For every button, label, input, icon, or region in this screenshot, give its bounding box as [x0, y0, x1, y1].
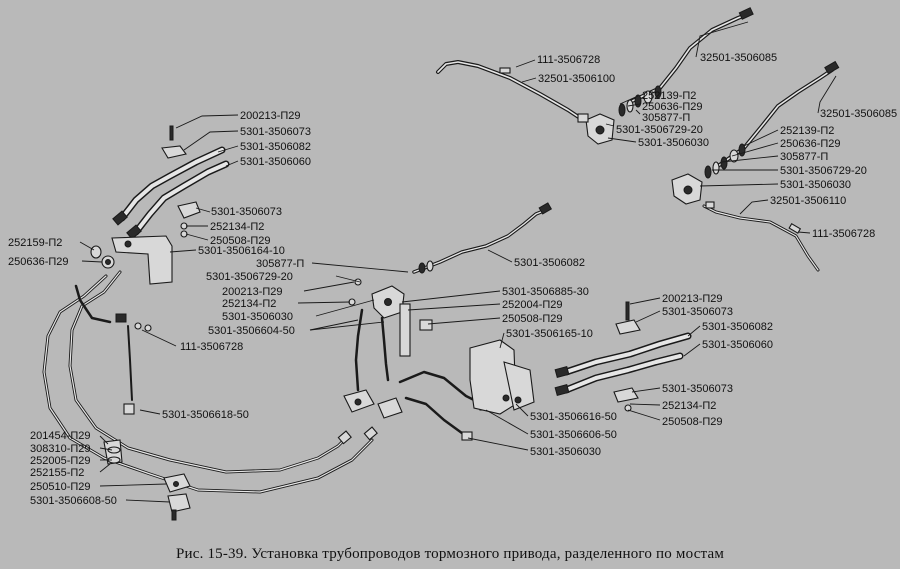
part-label: 5301-3506885-30	[502, 286, 589, 298]
part-label: 250636-П29	[8, 256, 69, 268]
part-label: 5301-3506729-20	[616, 124, 703, 136]
part-label: 5301-3506608-50	[30, 495, 117, 507]
part-label: 5301-3506164-10	[198, 245, 285, 257]
part-label: 5301-3506060	[702, 339, 773, 351]
part-label: 32501-3506100	[538, 73, 616, 85]
part-label: 5301-3506729-20	[206, 271, 293, 283]
left-bracket-assembly	[90, 235, 173, 285]
part-label: 5301-3506060	[240, 156, 311, 168]
part-label: 111-3506728	[812, 228, 876, 240]
part-label: 250508-П29	[502, 313, 563, 325]
part-label: 305877-П	[642, 112, 691, 124]
lower-bracket-assembly	[103, 439, 191, 521]
rear-pipe-assembly-right	[671, 60, 840, 272]
part-label: 5301-3506082	[514, 257, 585, 269]
part-label: 305877-П	[780, 151, 829, 163]
part-label: 250508-П29	[210, 235, 271, 247]
part-label: 252139-П2	[780, 125, 835, 137]
tee-fitting-top	[577, 113, 615, 145]
part-label: 252005-П29	[30, 455, 91, 467]
part-label: 5301-3506606-50	[530, 429, 617, 441]
part-label: 32501-3506110	[770, 195, 847, 207]
frame-pipe-long	[42, 270, 378, 494]
distribution-tee-center	[371, 285, 405, 319]
part-label: 201454-П29	[30, 430, 91, 442]
part-label: 5301-3506165-10	[506, 328, 593, 340]
figure-caption: Рис. 15-39. Установка трубопроводов торм…	[175, 546, 725, 562]
part-label: 250510-П29	[30, 481, 91, 493]
part-label: 32501-3506085	[820, 108, 898, 120]
part-label: 305877-П	[256, 258, 305, 270]
part-label: 200213-П29	[240, 110, 301, 122]
part-label: 5301-3506030	[530, 446, 601, 458]
part-label: 5301-3506073	[211, 206, 282, 218]
part-label: 5301-3506729-20	[780, 165, 867, 177]
part-label: 5301-3506082	[702, 321, 773, 333]
part-label: 111-3506728	[537, 54, 601, 66]
part-label: 5301-3506073	[662, 383, 733, 395]
part-label: 252134-П2	[662, 400, 717, 412]
part-label: 200213-П29	[662, 293, 723, 305]
part-label: 250636-П29	[642, 101, 703, 113]
tee-fitting-right	[671, 173, 703, 205]
right-bracket-assembly	[469, 339, 535, 415]
part-label: 5301-3506604-50	[208, 325, 295, 337]
nut-stack-right	[704, 143, 746, 179]
part-label: 5301-3506030	[780, 179, 851, 191]
part-label: 5301-3506073	[662, 306, 733, 318]
center-pipe-assembly	[343, 202, 553, 441]
front-hose-pair-right	[554, 301, 692, 412]
part-label: 252134-П2	[210, 221, 265, 233]
part-label: 250636-П29	[780, 138, 841, 150]
part-label: 5301-3506616-50	[530, 411, 617, 423]
part-label: 5301-3506030	[222, 311, 293, 323]
part-label: 5301-3506082	[240, 141, 311, 153]
part-label: 200213-П29	[222, 286, 283, 298]
part-label: 111-3506728	[180, 341, 244, 353]
front-hose-pair-left	[112, 125, 230, 240]
part-label: 252134-П2	[222, 298, 277, 310]
part-label: 5301-3506030	[638, 137, 709, 149]
part-label: 5301-3506073	[240, 126, 311, 138]
leader-lines	[79, 21, 837, 503]
part-label: 32501-3506085	[700, 52, 778, 64]
part-label: 252155-П2	[30, 467, 85, 479]
part-label: 5301-3506618-50	[162, 409, 249, 421]
part-label: 308310-П29	[30, 443, 91, 455]
part-label: 252159-П2	[8, 237, 63, 249]
part-label: 252139-П2	[642, 90, 697, 102]
part-label: 252004-П29	[502, 299, 563, 311]
part-label: 250508-П29	[662, 416, 723, 428]
